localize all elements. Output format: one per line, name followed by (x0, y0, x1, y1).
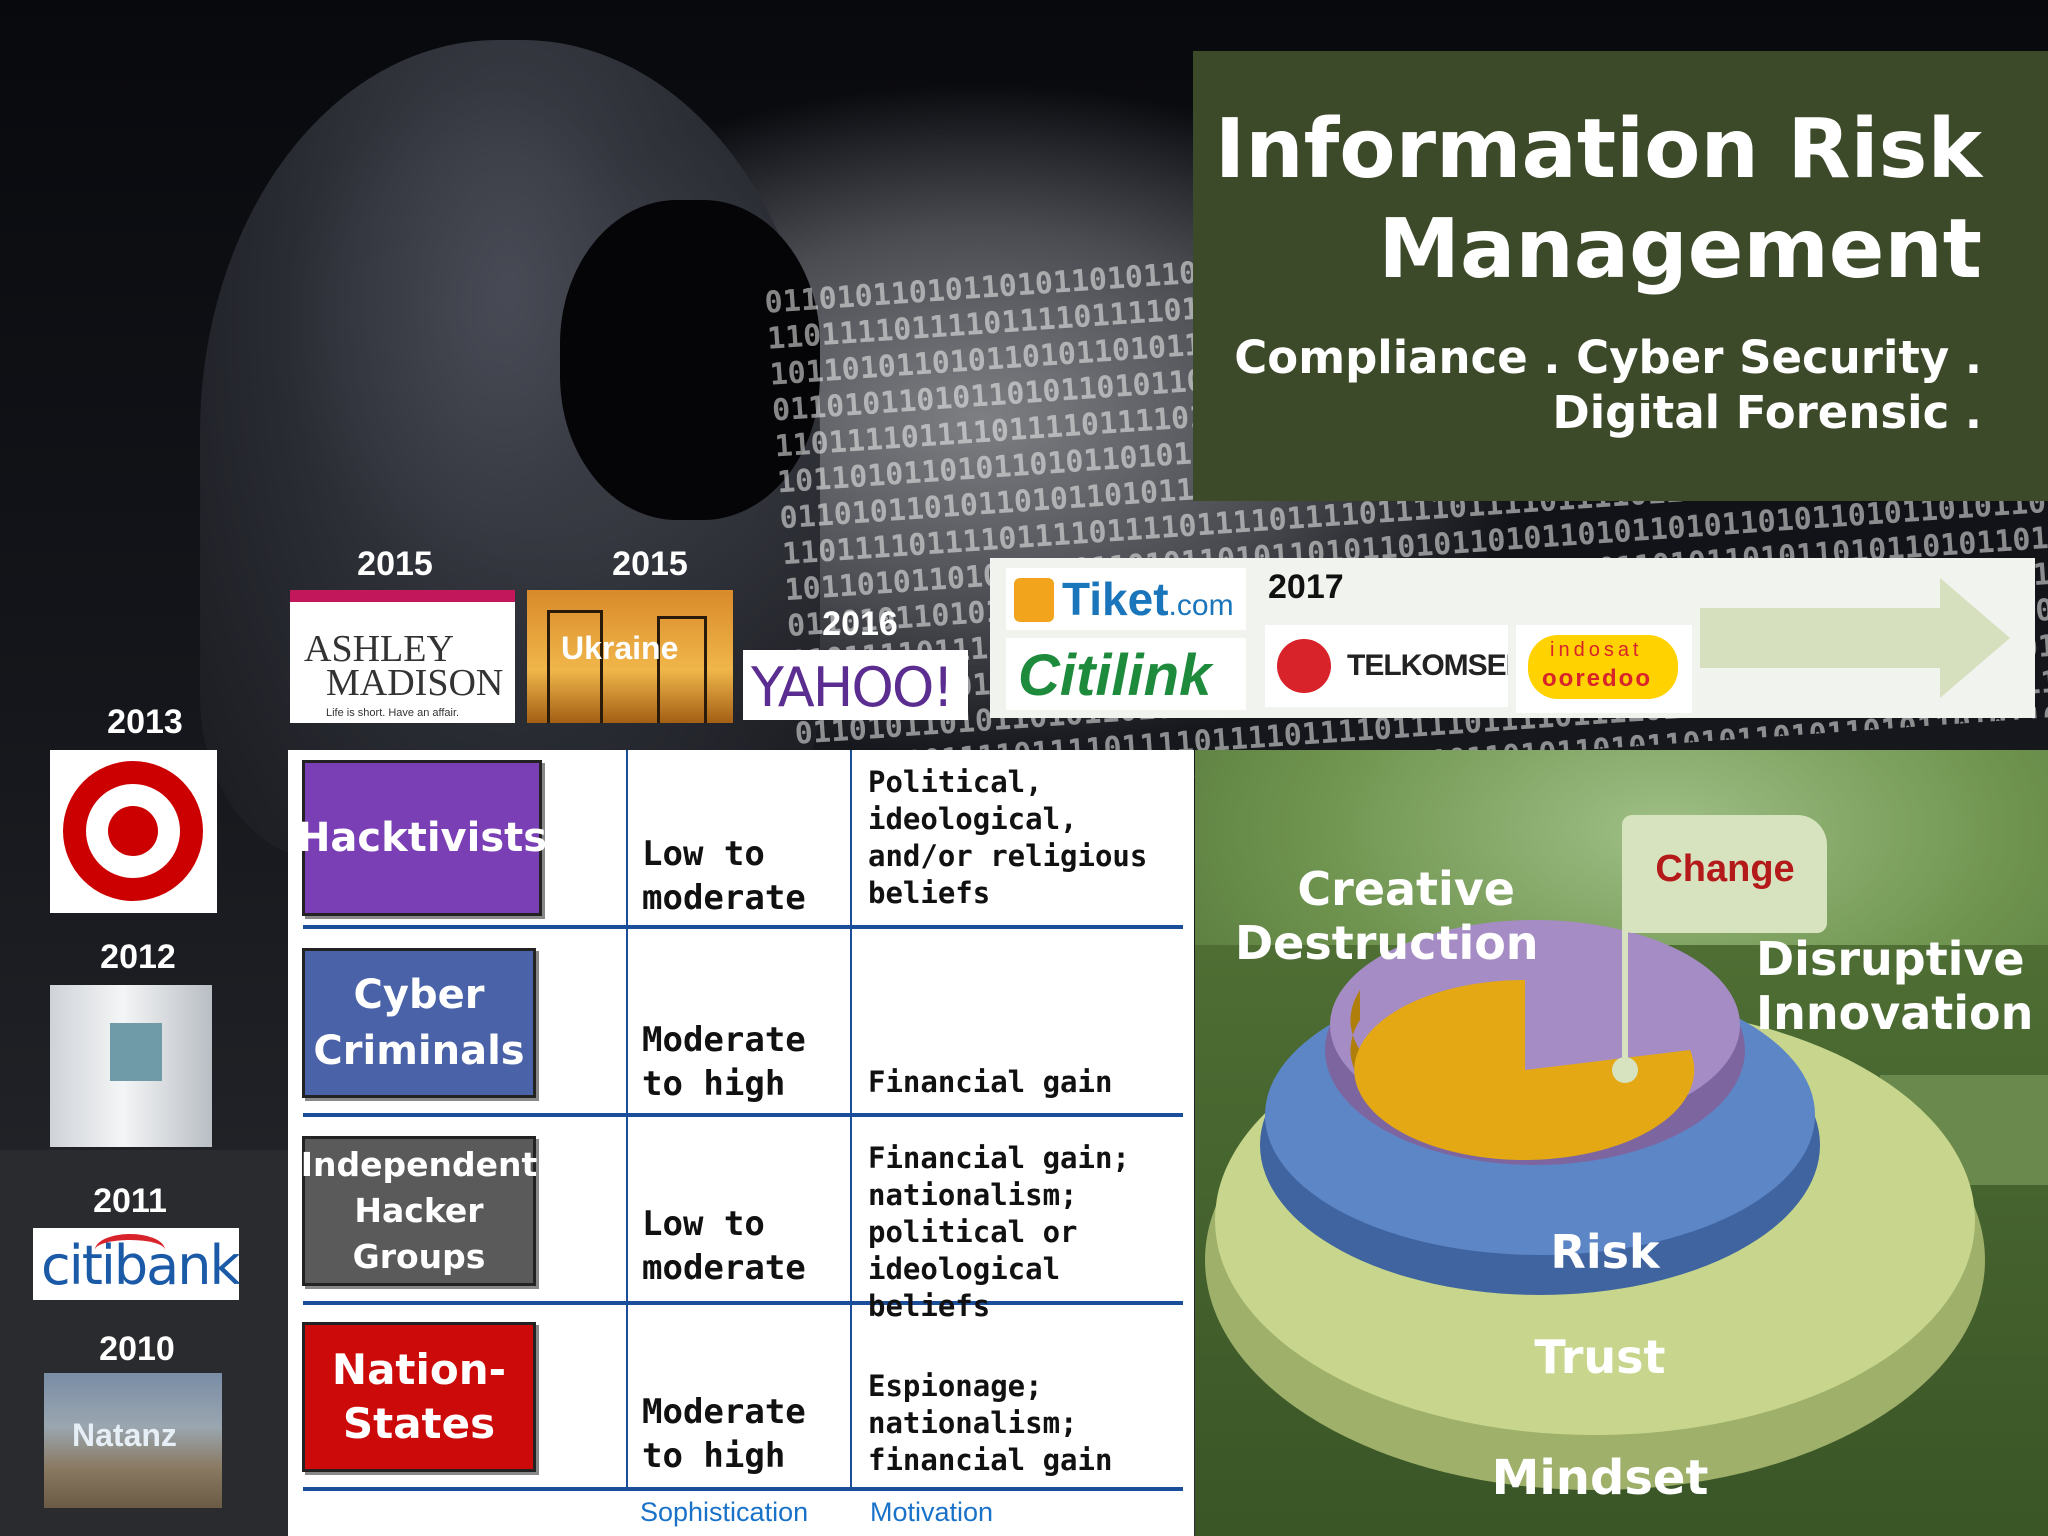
threat-actor-table: Hacktivists Low to moderate Political, i… (288, 750, 1194, 1536)
column-footer-sophistication: Sophistication (640, 1497, 809, 1527)
motivation-cell: Political, ideological, and/or religious… (868, 765, 1148, 910)
tiket-icon (1014, 578, 1054, 622)
telkomsel-mark-icon (1277, 639, 1331, 693)
change-flag (1622, 815, 1827, 933)
pyramid-layer-change (1354, 979, 1695, 1160)
actor-independent-hacker-groups: Independent Hacker Groups (301, 1136, 537, 1286)
indosat-ooredoo-logo: indosat ooredoo (1516, 625, 1692, 713)
citilink-logo: Citilink (1006, 638, 1246, 710)
sophistication-cell: Moderate to high (642, 1020, 806, 1104)
yahoo-logo: YAHOO! (743, 650, 968, 720)
row-divider (303, 1301, 1183, 1305)
actor-nation-states: Nation-States (302, 1322, 536, 1472)
subtitle-line-1: Compliance . Cyber Security . (1234, 331, 1982, 384)
citibank-logo: citibank (33, 1228, 239, 1300)
title-line-1: Information Risk (1214, 102, 1982, 197)
sophistication-cell: Moderate to high (642, 1392, 806, 1476)
motivation-cell: Financial gain (868, 1065, 1113, 1099)
natanz-site-image: Natanz (44, 1373, 222, 1508)
actor-hacktivists: Hacktivists (297, 760, 547, 916)
column-divider (850, 750, 852, 1490)
aramco-emblem-icon (110, 1023, 162, 1081)
layer-label-mindset: Mindset (1491, 1450, 1709, 1506)
subtitle-line-2: Digital Forensic . (1552, 386, 1982, 439)
row-divider (303, 925, 1183, 929)
sophistication-cell: Low to moderate (642, 834, 806, 918)
slide-title: Information Risk Management (1202, 100, 1982, 300)
ukraine-label: Ukraine (561, 630, 679, 666)
citi-arc-icon (95, 1234, 165, 1266)
telkomsel-logo: TELKOMSEL (1265, 625, 1508, 707)
year-indonesia: 2017 (1268, 568, 1344, 606)
year-yahoo: 2016 (822, 605, 898, 643)
target-bullseye-icon (63, 761, 203, 901)
disruptive-innovation-label: Disruptive Innovation (1756, 932, 2034, 1040)
year-ukraine: 2015 (612, 545, 688, 583)
actor-cyber-criminals: Cyber Criminals (302, 948, 536, 1098)
ashley-logo-text: ASHLEY MADISON (304, 628, 504, 704)
pylon-icon (547, 610, 603, 723)
title-box (1193, 51, 2048, 501)
pylon-icon (657, 616, 707, 723)
row-divider (303, 1113, 1183, 1117)
year-target: 2013 (107, 703, 183, 741)
tiket-logo: Tiket.com (1006, 568, 1246, 630)
year-aramco: 2012 (100, 938, 176, 976)
slide-subtitle: Compliance . Cyber Security . Digital Fo… (1202, 330, 1982, 440)
target-logo (50, 750, 217, 913)
aramco-tank-image (50, 985, 212, 1147)
flag-label-change: Change (1655, 848, 1795, 890)
ashley-tagline: Life is short. Have an affair. (326, 707, 460, 719)
arrow-right-icon (1700, 578, 2010, 698)
year-citi: 2011 (93, 1182, 167, 1220)
ashley-madison-logo: ASHLEY MADISON Life is short. Have an af… (290, 590, 515, 723)
column-footer-motivation: Motivation (870, 1497, 994, 1527)
row-divider (303, 1487, 1183, 1491)
sophistication-cell: Low to moderate (642, 1204, 806, 1288)
title-line-2: Management (1378, 202, 1982, 297)
flag-base-dot (1612, 1057, 1638, 1083)
year-natanz: 2010 (99, 1330, 175, 1368)
ukraine-power-grid-image: Ukraine (527, 590, 733, 723)
layer-label-trust: Trust (1534, 1330, 1666, 1384)
motivation-cell: Financial gain; nationalism; political o… (868, 1141, 1130, 1323)
creative-destruction-label: Creative Destruction (1235, 862, 1539, 970)
hooded-face-shadow (560, 200, 820, 520)
layer-label-risk: Risk (1550, 1225, 1660, 1279)
column-divider (626, 750, 628, 1490)
pyramid-diagram (1205, 920, 1985, 1490)
motivation-cell: Espionage; nationalism; financial gain (868, 1369, 1113, 1477)
year-ashley: 2015 (357, 545, 433, 583)
flag-pole (1622, 830, 1628, 1070)
